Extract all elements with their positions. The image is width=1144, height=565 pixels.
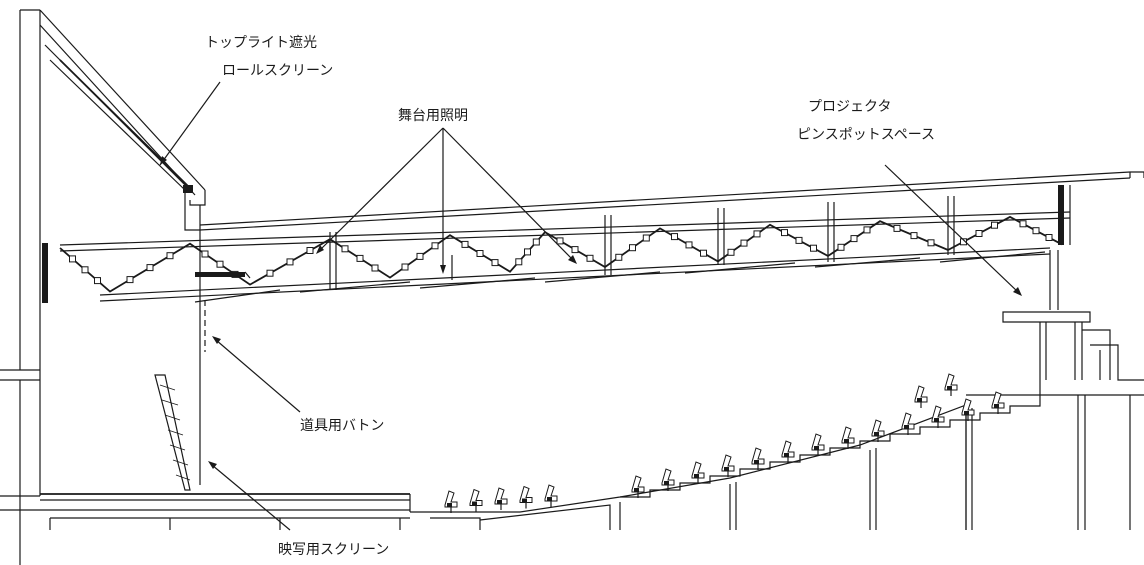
truss-bolt <box>727 248 735 256</box>
truss-bolt <box>306 247 314 254</box>
truss-bolt <box>356 254 364 262</box>
truss-bolt <box>416 252 424 260</box>
seat-icon <box>519 485 533 509</box>
truss-bolt <box>960 238 967 246</box>
truss-bolt <box>266 269 274 277</box>
seat-icon <box>781 440 795 463</box>
batten-and-screen <box>154 230 206 491</box>
truss-end-post <box>42 243 48 303</box>
seat-icon <box>991 391 1005 414</box>
truss-bolt <box>491 259 499 267</box>
truss-bolt <box>532 238 540 246</box>
truss-bolt <box>975 230 983 237</box>
truss-bolt <box>126 276 134 284</box>
truss-bolt <box>753 230 761 238</box>
seat-icon <box>841 426 855 449</box>
truss-bolt <box>795 236 803 244</box>
truss-bolt <box>810 244 817 252</box>
seat-icon <box>494 487 508 510</box>
truss-bolt <box>166 252 174 260</box>
text-labels: トップライト遮光 ロールスクリーン 舞台用照明 プロジェクタ ピンスポットスペー… <box>205 35 935 558</box>
truss-bolt <box>642 234 650 242</box>
truss-bolt <box>461 240 469 248</box>
truss-bolt <box>1045 234 1053 241</box>
truss-bolt <box>286 258 294 266</box>
truss-bolt <box>94 277 101 285</box>
truss-bolt <box>740 239 748 247</box>
label-stage-lighting: 舞台用照明 <box>398 108 468 124</box>
seat-icon <box>901 412 915 435</box>
truss-bolt <box>81 266 89 274</box>
truss-bolt <box>927 239 935 247</box>
truss-bolt <box>1019 220 1027 228</box>
right-structure <box>966 185 1144 530</box>
seat-icon <box>811 433 825 456</box>
truss-bolt <box>781 229 788 237</box>
seat-icon <box>444 490 458 513</box>
label-toplight-line2: ロールスクリーン <box>222 63 333 79</box>
label-projection-screen: 映写用スクリーン <box>278 542 389 558</box>
truss-bolt <box>629 244 636 252</box>
truss-bolt <box>371 264 379 272</box>
toplight-roof <box>39 9 206 231</box>
auditorium-floor <box>410 380 1041 530</box>
seat-icon <box>631 475 645 498</box>
lighting-bars <box>194 196 1046 303</box>
truss-bolt <box>524 248 531 256</box>
seat-icon <box>944 373 958 396</box>
seat-icon <box>691 461 705 484</box>
truss-bolt <box>910 232 918 240</box>
left-wall <box>0 9 41 565</box>
label-prop-batten: 道具用バトン <box>300 418 384 434</box>
seat-icon <box>914 385 928 408</box>
truss-bolt <box>700 249 707 257</box>
seat-icon <box>931 405 945 428</box>
stage-floor <box>0 493 411 530</box>
truss-bolt <box>201 250 209 258</box>
truss-bolt <box>556 237 564 245</box>
seat-icon <box>544 484 558 507</box>
leader-lines <box>159 81 1022 531</box>
truss-zigzag <box>42 215 1063 303</box>
seat-icon <box>961 398 975 421</box>
truss-bolt <box>991 221 998 229</box>
truss-bolt <box>615 253 623 261</box>
truss-bolt <box>146 264 154 272</box>
truss-bolt <box>863 226 871 234</box>
truss-bolt <box>216 260 224 268</box>
label-toplight-line1: トップライト遮光 <box>205 35 317 51</box>
seat-icon <box>661 468 675 491</box>
truss-bolt <box>431 242 439 250</box>
truss-bolt <box>69 255 76 263</box>
seat-icon <box>469 488 483 512</box>
truss-bolt <box>893 224 901 232</box>
truss-bolt <box>571 246 579 254</box>
truss-bolt <box>476 250 484 257</box>
truss-bolt <box>401 263 409 271</box>
truss-bolt <box>671 233 678 241</box>
seat-icon <box>871 419 885 442</box>
truss-bolt <box>586 254 594 262</box>
truss-bolt <box>341 245 349 253</box>
seat-icon <box>721 454 735 477</box>
seat-icon <box>751 447 765 470</box>
label-projector-line1: プロジェクタ <box>808 99 891 115</box>
truss-bolt <box>850 235 858 243</box>
label-projector-line2: ピンスポットスペース <box>797 127 935 143</box>
truss-bolt <box>515 258 523 266</box>
seats <box>444 373 1005 513</box>
truss-bolt <box>837 243 845 251</box>
truss-bolt <box>1032 227 1040 235</box>
truss-bolt <box>685 241 693 249</box>
